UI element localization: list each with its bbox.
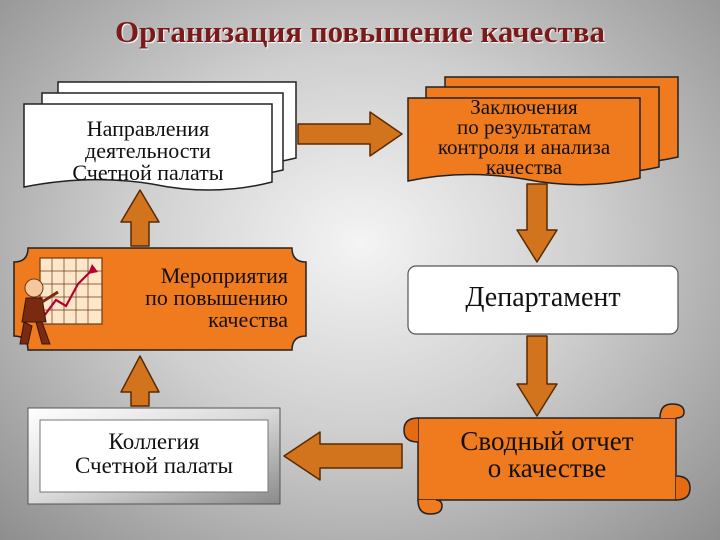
conclusions-line-4: качества [485,154,563,179]
measures-line-2: по повышению [145,285,288,310]
board-frame [27,407,281,505]
arrow-right [297,111,403,157]
conclusions-label: Заключения по результатам контроля и ана… [404,95,644,179]
arrow-down-to-report [516,335,558,417]
board-line-1: Коллегия [108,429,200,454]
directions-label: Направления деятельности Счетной палаты [24,118,272,184]
measures-line-1: Мероприятия [160,263,288,288]
report-line-1: Сводный отчет [460,426,634,456]
department-box [407,265,679,335]
arrow-down-to-department [516,183,558,263]
measures-line-3: качества [208,307,288,332]
board-line-2: Счетной палаты [74,453,234,479]
conclusions-line-3: контроля и анализа [437,134,611,159]
measures-label: Мероприятия по повышению качества [96,265,288,331]
arrow-up-to-measures [120,355,160,407]
directions-document-stack [23,81,297,191]
directions-line-2: деятельности [85,138,211,163]
arrow-up-to-directions [120,189,160,247]
directions-line-3: Счетной палаты [72,160,224,185]
board-label: Коллегия Счетной палаты [40,429,268,479]
measures-plaque [13,247,307,351]
page-title: Организация повышение качества [114,14,606,49]
department-label: Департамент [408,284,678,312]
directions-line-1: Направления [86,116,210,141]
conclusions-line-2: по результатам [456,114,591,139]
report-line-2: о качестве [487,453,607,483]
report-scroll [403,403,691,515]
presenter-chart-illustration [19,257,103,345]
arrow-left [283,431,403,481]
conclusions-document-stack [407,76,679,186]
conclusions-line-1: Заключения [470,95,578,119]
department-line-1: Департамент [465,282,621,313]
report-label: Сводный отчет о качестве [418,428,676,482]
